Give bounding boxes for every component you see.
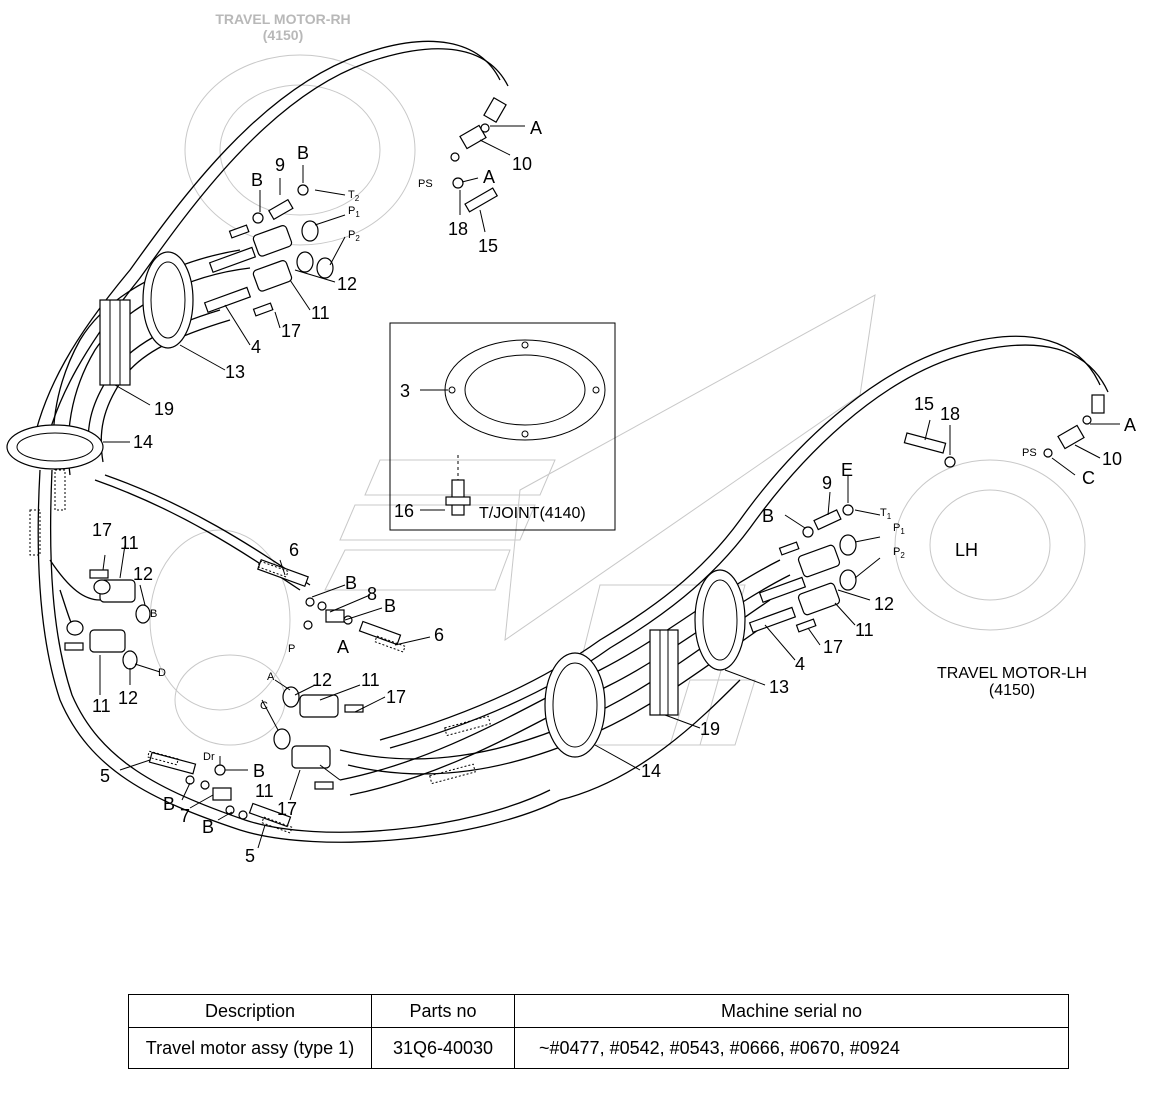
table-header-row: Description Parts no Machine serial no: [128, 994, 1069, 1028]
callout-11-b: 11: [92, 696, 111, 716]
letter-a-2: A: [483, 167, 495, 187]
letter-b-4: B: [345, 573, 357, 593]
callout-14-lh: 14: [641, 761, 661, 781]
tjoint-inset: [389, 322, 616, 531]
letter-a-1: A: [530, 118, 542, 138]
callout-13-rh: 13: [225, 362, 245, 382]
callout-10-lh: 10: [1102, 449, 1122, 469]
leader-lines: [99, 125, 1120, 849]
clamp-14-lh: [544, 652, 606, 758]
callout-17-b: 17: [386, 687, 406, 707]
tjoint-label: T/JOINT(4140): [479, 505, 586, 522]
callout-12-b: 12: [118, 688, 138, 708]
port-p1-lh: P1: [893, 522, 905, 536]
callout-11-c: 11: [361, 670, 380, 690]
parts-table: Description Parts no Machine serial no T…: [128, 994, 1069, 1069]
text-labels: TRAVEL MOTOR-RH (4150) TRAVEL MOTOR-LH (…: [92, 11, 1136, 866]
letter-b-6: B: [253, 761, 265, 781]
letter-b-1: B: [297, 143, 309, 163]
callout-3: 3: [400, 381, 410, 401]
callout-12-rh: 12: [337, 274, 357, 294]
port-p: P: [288, 643, 295, 655]
lh-title: TRAVEL MOTOR-LH: [937, 665, 1087, 682]
letter-c-1: C: [1082, 468, 1095, 488]
port-p1-rh: P1: [348, 205, 360, 219]
callout-12-c: 12: [312, 670, 332, 690]
callout-17-lh: 17: [823, 637, 843, 657]
callout-15-rh: 15: [478, 236, 498, 256]
callout-10-rh: 10: [512, 154, 532, 174]
rh-code: (4150): [263, 27, 303, 43]
lh-fittings: [748, 394, 1105, 633]
callout-13-lh: 13: [769, 677, 789, 697]
header-description: Description: [128, 994, 372, 1028]
clamp-14-rh: [6, 424, 104, 470]
letter-e: E: [841, 460, 853, 480]
clamp-19-rh: [99, 299, 131, 386]
callout-5-b: 5: [245, 846, 255, 866]
port-b-small: B: [150, 608, 157, 620]
hose-bundle-lh: [339, 335, 1109, 801]
hose-braids: [29, 469, 491, 834]
clamp-13-lh: [694, 569, 746, 671]
callout-6-a: 6: [289, 540, 299, 560]
port-p2-lh: P2: [893, 546, 905, 560]
cell-machine-serial: ~#0477, #0542, #0543, #0666, #0670, #092…: [514, 1027, 1069, 1069]
callout-17-rh: 17: [281, 321, 301, 341]
clamp-13-rh: [142, 251, 194, 349]
lh-mark: LH: [955, 540, 978, 560]
rh-title: TRAVEL MOTOR-RH: [215, 11, 350, 27]
callout-9-rh: 9: [275, 155, 285, 175]
callout-12-lh: 12: [874, 594, 894, 614]
letter-a-3: A: [1124, 415, 1136, 435]
letter-b-7: B: [163, 794, 175, 814]
callout-19-rh: 19: [154, 399, 174, 419]
port-p2-rh: P2: [348, 229, 360, 243]
callout-16: 16: [394, 501, 414, 521]
port-c-small: C: [260, 700, 268, 712]
callout-11-d: 11: [255, 781, 274, 801]
header-parts-no: Parts no: [371, 994, 515, 1028]
callout-18-lh: 18: [940, 404, 960, 424]
hydraulic-piping-diagram: TRAVEL MOTOR-RH (4150) TRAVEL MOTOR-LH (…: [6, 11, 1136, 866]
table-row: Travel motor assy (type 1) 31Q6-40030 ~#…: [128, 1027, 1069, 1069]
callout-17-a: 17: [92, 520, 112, 540]
callout-4-rh: 4: [251, 337, 261, 357]
lh-code: (4150): [989, 682, 1035, 699]
letter-b-2: B: [251, 170, 263, 190]
callout-7: 7: [180, 806, 190, 826]
cell-parts-no: 31Q6-40030: [371, 1027, 515, 1069]
callout-5-a: 5: [100, 766, 110, 786]
letter-b-8: B: [202, 817, 214, 837]
letter-b-3: B: [762, 506, 774, 526]
callout-19-lh: 19: [700, 719, 720, 739]
callout-11-rh: 11: [311, 303, 330, 323]
callout-9-lh: 9: [822, 473, 832, 493]
port-d-small: D: [158, 667, 166, 679]
letter-a-4: A: [337, 637, 349, 657]
header-machine-serial: Machine serial no: [514, 994, 1069, 1028]
callout-11-a: 11: [120, 533, 139, 553]
callout-6-b: 6: [434, 625, 444, 645]
port-dr: Dr: [203, 751, 215, 763]
callout-17-c: 17: [277, 799, 297, 819]
letter-b-5: B: [384, 596, 396, 616]
callout-14-rh: 14: [133, 432, 153, 452]
clamp-19-lh: [649, 629, 679, 716]
callout-15-lh: 15: [914, 394, 934, 414]
callout-12-a: 12: [133, 564, 153, 584]
port-t2: T2: [348, 189, 360, 203]
callout-18-rh: 18: [448, 219, 468, 239]
callout-8: 8: [367, 584, 377, 604]
port-t1: T1: [880, 507, 892, 521]
callout-11-lh: 11: [855, 620, 874, 640]
port-ps-rh: PS: [418, 178, 433, 190]
callout-4-lh: 4: [795, 654, 805, 674]
travel-motor-lh-silhouette: [894, 459, 1086, 631]
cell-description: Travel motor assy (type 1): [128, 1027, 372, 1069]
rh-fittings: [64, 97, 507, 828]
port-ps-lh: PS: [1022, 447, 1037, 459]
port-a-small: A: [267, 671, 275, 683]
